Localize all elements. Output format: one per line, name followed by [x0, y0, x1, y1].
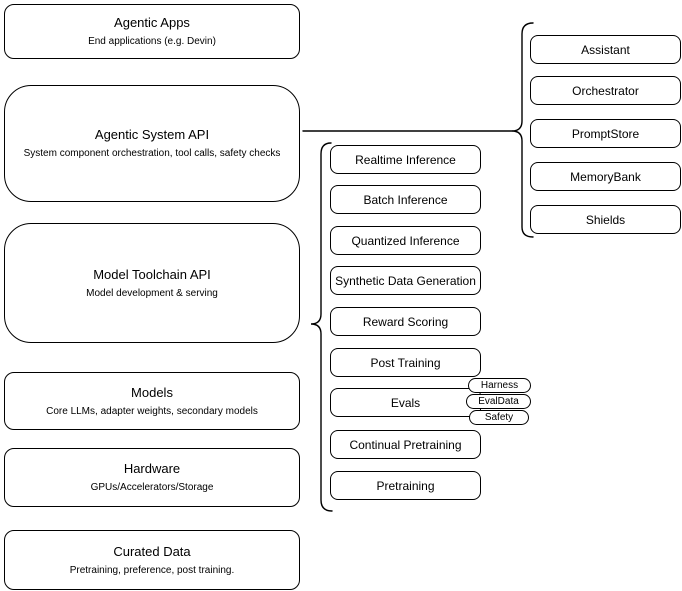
node-shields: Shields — [530, 205, 681, 234]
node-continual-pretraining: Continual Pretraining — [330, 430, 481, 459]
node-label: Realtime Inference — [355, 152, 456, 167]
node-label: Quantized Inference — [351, 233, 460, 248]
node-agentic-apps: Agentic Apps End applications (e.g. Devi… — [4, 4, 300, 59]
node-label: Reward Scoring — [362, 314, 449, 329]
tag-label: EvalData — [478, 396, 519, 407]
node-title: Curated Data — [113, 543, 191, 559]
node-orchestrator: Orchestrator — [530, 76, 681, 105]
tag-safety: Safety — [469, 410, 529, 425]
tag-evaldata: EvalData — [466, 394, 531, 409]
node-batch-inference: Batch Inference — [330, 185, 481, 214]
node-subtitle: System component orchestration, tool cal… — [23, 148, 281, 159]
node-subtitle: Core LLMs, adapter weights, secondary mo… — [46, 405, 258, 417]
node-subtitle: Pretraining, preference, post training. — [69, 564, 235, 576]
node-curated-data: Curated Data Pretraining, preference, po… — [4, 530, 300, 590]
node-label: Synthetic Data Generation — [335, 273, 476, 288]
tag-label: Safety — [484, 412, 514, 423]
node-memorybank: MemoryBank — [530, 162, 681, 191]
tag-harness: Harness — [468, 378, 531, 393]
node-label: Evals — [390, 395, 421, 410]
node-label: MemoryBank — [570, 169, 641, 184]
node-reward-scoring: Reward Scoring — [330, 307, 481, 336]
node-label: Post Training — [370, 355, 441, 370]
node-subtitle: End applications (e.g. Devin) — [88, 36, 216, 47]
node-label: Shields — [585, 212, 626, 227]
node-hardware: Hardware GPUs/Accelerators/Storage — [4, 448, 300, 507]
node-label: Orchestrator — [572, 83, 639, 98]
toolchain-brace — [310, 142, 333, 512]
node-realtime-inference: Realtime Inference — [330, 145, 481, 174]
node-model-toolchain-api: Model Toolchain API Model development & … — [4, 223, 300, 343]
node-title: Hardware — [123, 461, 181, 476]
node-post-training: Post Training — [330, 348, 481, 377]
node-agentic-system-api: Agentic System API System component orch… — [4, 85, 300, 202]
node-label: Pretraining — [376, 478, 435, 493]
node-title: Model Toolchain API — [93, 266, 211, 282]
node-promptstore: PromptStore — [530, 119, 681, 148]
node-quantized-inference: Quantized Inference — [330, 226, 481, 255]
node-label: Batch Inference — [363, 192, 448, 207]
tag-label: Harness — [480, 380, 519, 391]
node-title: Agentic Apps — [114, 15, 190, 30]
node-models: Models Core LLMs, adapter weights, secon… — [4, 372, 300, 430]
node-title: Models — [131, 384, 173, 400]
node-synthetic-data-generation: Synthetic Data Generation — [330, 266, 481, 295]
node-label: Continual Pretraining — [349, 437, 462, 452]
node-label: Assistant — [581, 42, 630, 57]
node-label: PromptStore — [571, 126, 640, 141]
node-pretraining: Pretraining — [330, 471, 481, 500]
node-subtitle: GPUs/Accelerators/Storage — [90, 482, 214, 493]
node-title: Agentic System API — [94, 127, 210, 142]
node-evals: Evals — [330, 388, 481, 417]
node-subtitle: Model development & serving — [86, 287, 218, 299]
node-assistant: Assistant — [530, 35, 681, 64]
